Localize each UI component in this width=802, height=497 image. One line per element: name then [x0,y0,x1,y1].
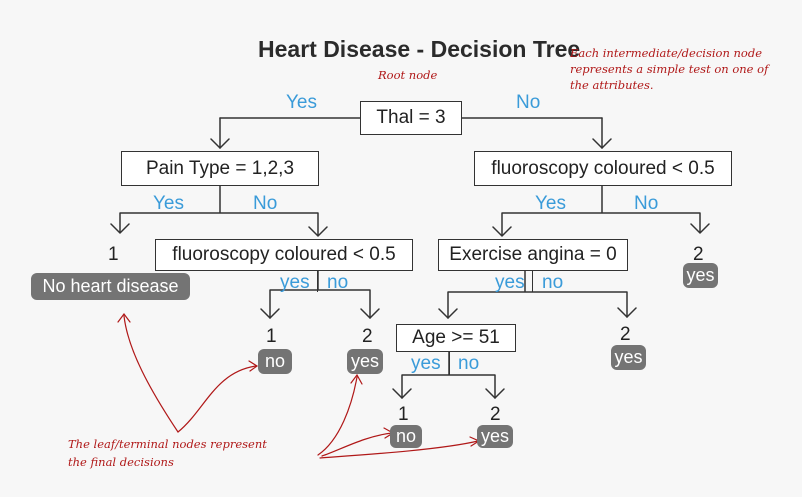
edge-label-pain-yes: Yes [153,193,184,214]
leaf-yes-fluoro-left-no: yes [347,349,383,374]
decision-node-age: Age >= 51 [396,324,516,352]
edge-label-root-yes: Yes [286,92,317,113]
leaf-no-heart-disease: No heart disease [31,273,190,300]
edge-label-exercise-no: no [542,272,564,293]
leaf-number-exercise-no: 2 [620,324,631,345]
leaf-yes-exercise-no: yes [611,345,646,370]
edge-label-fluoro-right-yes: Yes [535,193,566,214]
decision-node-fluoroscopy-left: fluoroscopy coloured < 0.5 [155,239,413,271]
leaf-yes-age-no: yes [477,425,513,448]
leaf-number-fluoro-left-no: 2 [362,326,373,347]
decision-node-annotation-line-2: represents a simple test on one of [570,62,769,76]
leaf-number-fluoro-right-no: 2 [693,244,704,265]
split-divider-age [449,351,450,375]
diagram-title: Heart Disease - Decision Tree [258,36,581,62]
leaf-node-annotation-line-1: The leaf/terminal nodes represent [68,437,267,451]
decision-node-pain-type: Pain Type = 1,2,3 [121,151,319,186]
decision-node-fluoroscopy-right: fluoroscopy coloured < 0.5 [474,151,732,186]
leaf-no-fluoro-left-yes: no [258,349,292,374]
edge-label-fluoro-right-no: No [634,193,659,214]
edge-label-pain-no: No [253,193,278,214]
leaf-number-age-yes: 1 [398,404,409,425]
edge-label-age-yes: yes [411,353,441,374]
split-divider-exercise [532,270,533,292]
split-divider-fluoro-left [317,270,318,292]
edge-label-root-no: No [516,92,541,113]
leaf-yes-fluoro-right-no: yes [683,263,718,288]
leaf-number-pain-yes: 1 [108,244,119,265]
edge-label-fluoro-left-yes: yes [280,272,310,293]
edge-label-exercise-yes: yes [495,272,525,293]
edge-label-age-no: no [458,353,480,374]
leaf-number-fluoro-left-yes: 1 [266,326,277,347]
decision-node-annotation-line-3: the attributes. [570,78,654,92]
root-node-thal: Thal = 3 [360,101,462,135]
leaf-number-age-no: 2 [490,404,501,425]
root-node-annotation: Root node [378,68,438,82]
decision-node-annotation-line-1: Each intermediate/decision node [570,46,763,60]
leaf-node-annotation-line-2: the final decisions [68,455,174,469]
decision-node-exercise-angina: Exercise angina = 0 [438,239,628,271]
leaf-no-age-yes: no [390,425,422,448]
edge-label-fluoro-left-no: no [327,272,349,293]
